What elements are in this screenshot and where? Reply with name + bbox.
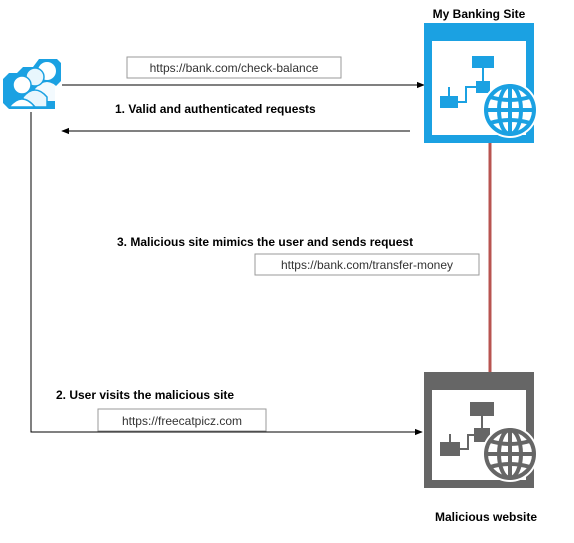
url-box-check-balance: https://bank.com/check-balance [126, 56, 342, 79]
url-freecatpicz: https://freecatpicz.com [122, 414, 242, 428]
url-box-freecatpicz: https://freecatpicz.com [97, 408, 267, 432]
step-2-label: 2. User visits the malicious site [56, 388, 234, 402]
step-1-label: 1. Valid and authenticated requests [115, 102, 316, 116]
malicious-site-title: Malicious website [435, 510, 537, 524]
malicious-site-icon[interactable] [424, 372, 538, 488]
bank-site-icon[interactable] [424, 23, 538, 143]
url-check-balance: https://bank.com/check-balance [150, 61, 319, 75]
arrow-user-to-malicious [30, 112, 423, 436]
users-icon[interactable] [3, 59, 61, 109]
url-box-transfer-money: https://bank.com/transfer-money [254, 253, 480, 276]
step-3-label: 3. Malicious site mimics the user and se… [117, 235, 413, 249]
bank-site-title: My Banking Site [433, 7, 526, 21]
url-transfer-money: https://bank.com/transfer-money [281, 258, 453, 272]
